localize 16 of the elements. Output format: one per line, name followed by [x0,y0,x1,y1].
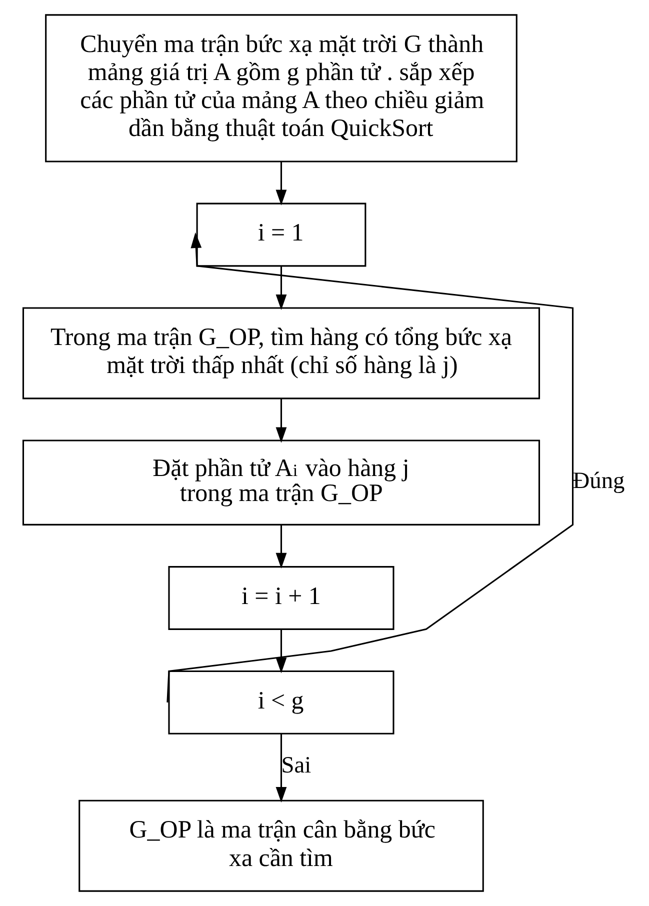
node-box: Đặt phần tử Ai vào hàng j trong ma trận G_OP [22,440,540,526]
node-box: G_OP là ma trận cân bằng bức xa cần tìm [78,800,484,892]
node-box: i < g [168,670,394,734]
arrow [276,266,287,310]
edge-label: Sai [281,752,312,779]
node-box: i = i + 1 [168,566,394,630]
arrow [276,525,287,569]
arrow [276,398,287,443]
arrow [166,232,574,702]
node-box: Chuyển ma trận bức xạ mặt trời G thành mảng giá trị A gồm g phần tử . sắp xếp các phần tử của mảng A theo chiều giảm dần bằng thuật toán QuickSort [45,14,518,162]
edge-label: Đúng [572,468,625,494]
arrow [276,162,287,206]
arrow [276,629,287,674]
node-box: i = 1 [196,202,366,267]
arrow [276,734,287,803]
node-box: Trong ma trận G_OP, tìm hàng có tổng bức xạ mặt trời thấp nhất (chỉ số hàng là j) [22,307,540,400]
